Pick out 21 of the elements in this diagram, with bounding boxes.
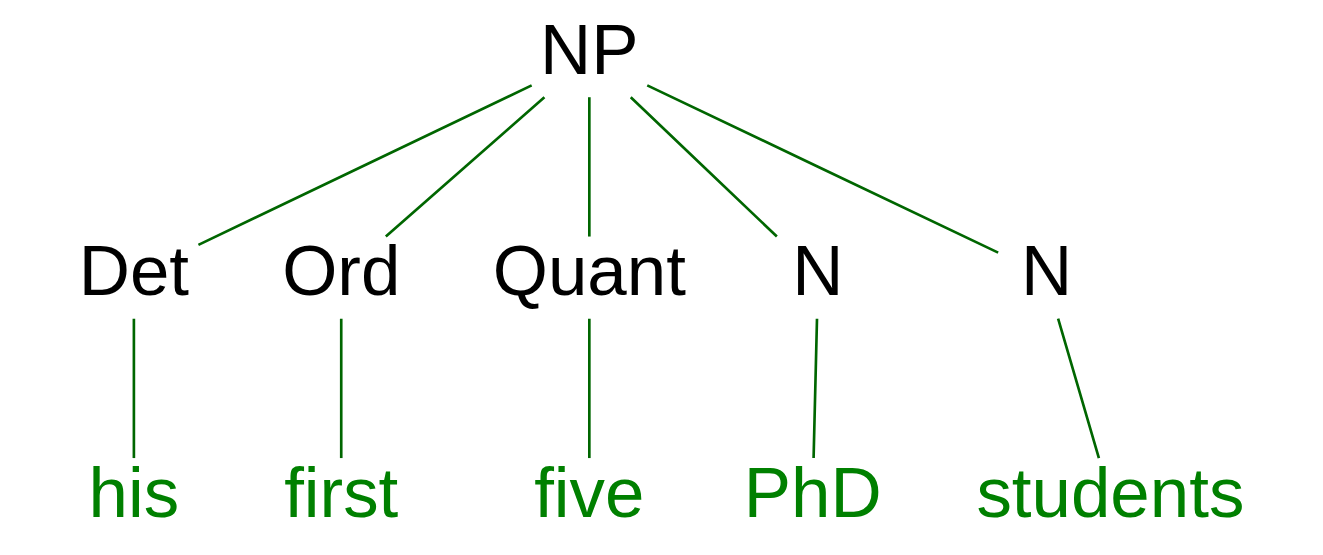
node-text: NP <box>539 9 639 89</box>
connector <box>587 318 591 459</box>
node-text: five <box>533 452 644 532</box>
connector <box>132 318 135 459</box>
node-text: N <box>1020 231 1072 311</box>
connector <box>629 96 778 238</box>
node-text: N <box>791 231 844 311</box>
connector <box>646 84 999 254</box>
connector <box>339 318 343 459</box>
connector <box>811 318 818 459</box>
node-text: Ord <box>281 231 400 311</box>
node-text: students <box>975 452 1244 532</box>
connector <box>197 84 532 247</box>
connector <box>384 96 545 238</box>
node-text: Quant <box>492 231 686 311</box>
node-text: Det <box>78 231 189 311</box>
connector <box>587 97 591 237</box>
node-text: first <box>283 452 398 532</box>
connector <box>1056 318 1100 459</box>
node-text: PhD <box>743 452 882 532</box>
node-text: his <box>88 452 179 532</box>
